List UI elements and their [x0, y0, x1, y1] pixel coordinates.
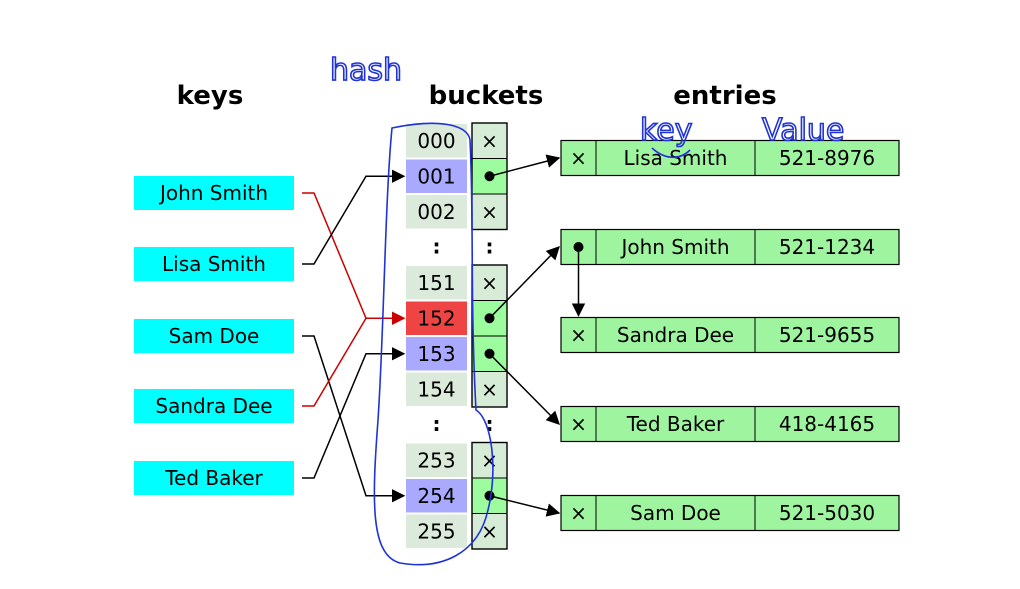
key-box-ted-baker	[134, 461, 294, 495]
pointer-001-to-lisa-smith	[489, 154, 561, 177]
key-label-john-smith: John Smith	[158, 181, 268, 205]
bucket-index-151: 151	[417, 271, 455, 295]
bucket-index-154: 154	[417, 377, 455, 401]
bucket-index-000: 000	[417, 129, 455, 153]
bucket-ellipsis: :	[433, 412, 441, 436]
link-lines	[302, 169, 406, 503]
entry-key-john-smith: John Smith	[619, 235, 729, 259]
bucket-253	[406, 443, 467, 477]
key-box-john-smith	[134, 176, 294, 210]
bucket-null-154: ×	[481, 377, 498, 401]
entry-next-null-sandra-dee: ×	[570, 323, 587, 347]
entry-value-sam-doe: 521-5030	[779, 501, 875, 525]
entry-box-lisa-smith	[560, 139, 900, 177]
bucket-151	[406, 266, 467, 300]
bucket-index-153: 153	[417, 342, 455, 366]
bucket-ellipsis: :	[433, 234, 441, 258]
bucket-154	[406, 372, 467, 406]
entry-next-null-ted-baker: ×	[570, 412, 587, 436]
key-label-sandra-dee: Sandra Dee	[155, 394, 272, 418]
handwritten-hash: hash	[330, 53, 402, 88]
link-sandra-dee-to-152	[302, 311, 406, 407]
entry-box-sandra-dee	[560, 316, 900, 354]
bucket-index-254: 254	[417, 484, 455, 508]
entry-key-lisa-smith: Lisa Smith	[624, 146, 728, 170]
entry-key-sam-doe: Sam Doe	[630, 501, 721, 525]
entry-box-ted-baker	[560, 405, 900, 443]
entry-key-sandra-dee: Sandra Dee	[617, 323, 734, 347]
entry-next-null-sam-doe: ×	[570, 501, 587, 525]
key-label-sam-doe: Sam Doe	[169, 324, 260, 348]
link-john-smith-to-152	[302, 192, 406, 325]
pointer-153-to-ted-baker	[488, 353, 560, 425]
bucket-index-255: 255	[417, 519, 455, 543]
entry-value-lisa-smith: 521-8976	[779, 146, 875, 170]
key-box-sam-doe	[134, 319, 294, 353]
bucket-153	[406, 337, 467, 371]
key-box-sandra-dee	[134, 389, 294, 423]
link-ted-baker-to-153	[302, 347, 406, 479]
bucket-255	[406, 514, 467, 548]
heading-keys: keys	[177, 81, 244, 111]
bucket-null-151: ×	[481, 271, 498, 295]
bucket-null-002: ×	[481, 200, 498, 224]
pointer-152-to-john-smith	[488, 246, 560, 319]
pointer-arrows	[488, 154, 586, 517]
key-box-lisa-smith	[134, 247, 294, 281]
bucket-index-002: 002	[417, 200, 455, 224]
bucket-null-255: ×	[481, 519, 498, 543]
key-label-lisa-smith: Lisa Smith	[162, 252, 266, 276]
bucket-null-253: ×	[481, 448, 498, 472]
bucket-002	[406, 195, 467, 229]
handwritten-value: Value	[762, 113, 844, 148]
heading-buckets: buckets	[429, 81, 544, 111]
bucket-000	[406, 124, 467, 158]
entry-box-sam-doe	[560, 494, 900, 532]
bucket-index-152: 152	[417, 306, 455, 330]
entry-value-ted-baker: 418-4165	[779, 412, 875, 436]
entry-value-john-smith: 521-1234	[779, 235, 875, 259]
pointer-254-to-sam-doe	[489, 495, 561, 517]
bucket-001	[406, 159, 467, 193]
entry-next-null-lisa-smith: ×	[570, 146, 587, 170]
entry-key-ted-baker: Ted Baker	[626, 412, 725, 436]
bucket-index-253: 253	[417, 448, 455, 472]
handwritten-annotations: hash key Value	[329, 52, 845, 566]
pointer-column-block-1	[471, 264, 508, 408]
bucket-index-001: 001	[417, 164, 455, 188]
entry-value-sandra-dee: 521-9655	[779, 323, 875, 347]
pointer-column-block-2	[471, 441, 508, 550]
bucket-254	[406, 479, 467, 513]
bucket-null-000: ×	[481, 129, 498, 153]
link-lisa-smith-to-001	[302, 169, 406, 265]
entry-box-john-smith	[560, 228, 900, 266]
handwritten-loop	[373, 122, 494, 566]
handwritten-key: key	[640, 113, 693, 148]
bucket-pointer-cell-154	[471, 371, 508, 408]
handwritten-swoosh	[651, 147, 691, 159]
bucket-152	[406, 301, 467, 335]
bucket-pointer-cell-255	[471, 513, 508, 550]
heading-entries: entries	[673, 81, 776, 111]
key-label-ted-baker: Ted Baker	[164, 466, 263, 490]
pointer-ellipsis: :	[486, 234, 494, 258]
pointer-ellipsis: :	[486, 412, 494, 436]
